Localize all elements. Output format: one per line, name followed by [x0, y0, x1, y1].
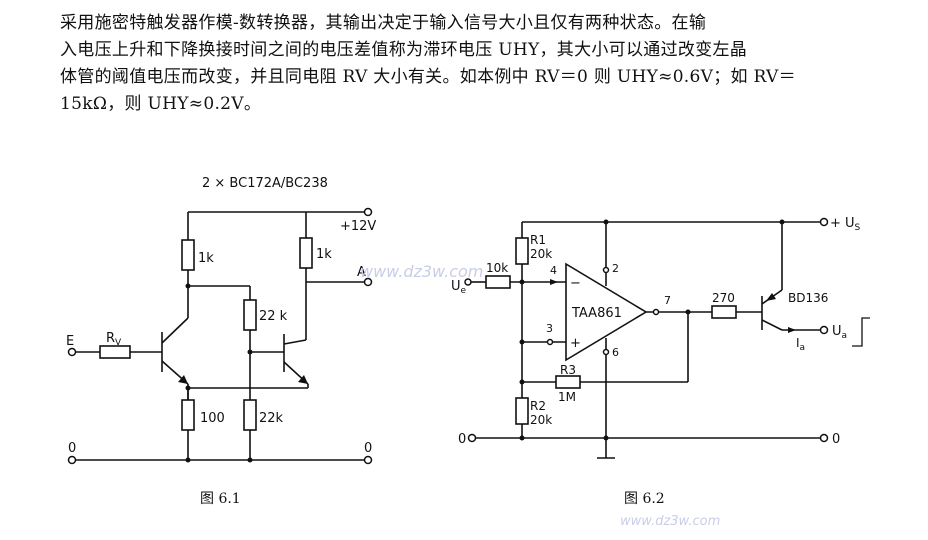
fig1-r-divider-bottom-label: 22k — [259, 411, 284, 426]
fig2-opamp — [565, 262, 648, 362]
fig1-r-divider-top — [243, 299, 257, 331]
fig1-rc-right-label: 1k — [316, 247, 332, 262]
fig1-junction — [247, 349, 253, 355]
figure-6-2: + US R1 20k R2 20k Ue 10k 4 3 − + TAA861 — [451, 216, 870, 507]
fig1-input-label: E — [66, 334, 74, 349]
fig1-r-divider-top-label: 22 k — [259, 309, 288, 324]
fig2-pin2: 2 — [612, 262, 619, 275]
paragraph-line-3: 体管的阈值电压而改变，并且同电阻 RV 大小有关。如本例中 RV＝0 则 UHY… — [60, 67, 796, 87]
figure-6-1: 2 × BC172A/BC238 +12V 1k 1k A 22 k — [66, 176, 376, 507]
fig2-ground-left-label: 0 — [458, 432, 466, 447]
fig2-junction — [603, 219, 609, 225]
fig2-supply-terminal[interactable] — [819, 217, 829, 227]
fig2-supply-label: + US — [830, 216, 861, 233]
fig1-t2-collector — [283, 339, 307, 345]
fig2-junction — [519, 339, 525, 345]
fig2-pin6-marker — [602, 348, 610, 356]
fig2-ground-right-terminal[interactable] — [819, 433, 829, 443]
fig2-r1 — [515, 237, 529, 265]
fig2-output-label: Ua — [832, 324, 847, 341]
paragraph-line-4: 15kΩ，则 UHY≈0.2V。 — [60, 94, 262, 114]
fig2-caption: 图 6.2 — [624, 491, 665, 507]
fig1-caption: 图 6.1 — [200, 491, 241, 507]
fig1-rc-left-label: 1k — [198, 251, 214, 266]
fig2-opamp-plus: + — [570, 336, 581, 351]
fig1-junction — [185, 283, 191, 289]
fig2-ic-name: TAA861 — [571, 306, 622, 321]
fig2-r1-name: R1 — [530, 233, 546, 247]
fig2-output-terminal[interactable] — [819, 325, 829, 335]
description-paragraph: 采用施密特触发器作模-数转换器，其输出决定于输入信号大小且仅有两种状态。在输 入… — [60, 10, 910, 118]
watermark-url: www.dz3w.com — [620, 514, 721, 529]
fig1-junction — [247, 457, 253, 463]
fig1-input-terminal[interactable] — [67, 347, 77, 357]
fig2-junction — [779, 219, 785, 225]
fig1-ground-left-terminal[interactable] — [67, 455, 77, 465]
paragraph-line-1: 采用施密特触发器作模-数转换器，其输出决定于输入信号大小且仅有两种状态。在输 — [60, 13, 707, 33]
fig1-supply-label: +12V — [340, 219, 376, 234]
fig2-r-base — [711, 305, 737, 319]
fig2-pin3-marker — [546, 338, 554, 346]
fig2-pin7-marker — [652, 308, 660, 316]
fig1-t2-arrow — [298, 375, 308, 384]
fig1-output-terminal[interactable] — [363, 277, 373, 287]
fig1-ground-right-terminal[interactable] — [363, 455, 373, 465]
fig1-r-divider-bottom — [243, 399, 257, 431]
fig2-r-base-label: 270 — [712, 291, 735, 305]
fig1-junction — [185, 457, 191, 463]
fig1-r-emitter-label: 100 — [200, 411, 225, 426]
watermark-text: www.dz3w.com — [360, 262, 484, 281]
fig2-r2 — [515, 397, 529, 425]
fig2-pin2-marker — [602, 266, 610, 274]
fig1-output-label: A — [357, 265, 366, 280]
fig1-rv-label: RV — [106, 331, 122, 348]
fig2-r3-name: R3 — [560, 363, 576, 377]
fig2-pin3: 3 — [546, 322, 553, 335]
fig2-current-arrow — [788, 327, 796, 333]
fig2-junction — [519, 379, 525, 385]
paragraph-line-2: 入电压上升和下降换接时间之间的电压差值称为滞环电压 UHY，其大小可以通过改变左… — [60, 40, 748, 60]
fig2-transistor-label: BD136 — [788, 291, 828, 305]
fig1-transistor-label: 2 × BC172A/BC238 — [202, 176, 328, 191]
fig2-pin7: 7 — [664, 294, 671, 307]
fig2-r1-value: 20k — [530, 247, 552, 261]
fig2-r3 — [555, 375, 581, 389]
fig2-ground-right-label: 0 — [832, 432, 840, 447]
fig1-rc-left — [181, 239, 195, 271]
fig1-supply-terminal[interactable] — [363, 207, 373, 217]
fig2-pin4: 4 — [550, 264, 557, 277]
fig1-t1-arrow — [178, 375, 188, 384]
fig1-t1-collector — [161, 317, 189, 344]
fig2-opamp-minus: − — [570, 276, 581, 291]
fig2-r-input-label: 10k — [486, 261, 508, 275]
fig2-current-label: Ia — [796, 336, 805, 353]
fig2-r-input — [485, 275, 511, 289]
fig2-junction — [519, 279, 525, 285]
fig2-r2-value: 20k — [530, 413, 552, 427]
fig1-r-emitter — [181, 399, 195, 431]
fig2-input-label: Ue — [451, 279, 467, 296]
fig2-ground-left-terminal[interactable] — [467, 433, 477, 443]
fig2-r2-name: R2 — [530, 399, 546, 413]
fig2-t-arrow — [766, 293, 776, 301]
fig2-junction — [519, 435, 525, 441]
fig2-pin6: 6 — [612, 346, 619, 359]
fig1-ground-left-label: 0 — [68, 441, 76, 456]
fig2-t-collector — [761, 319, 783, 331]
fig2-step-waveform — [852, 317, 870, 347]
fig2-r3-value: 1M — [558, 390, 576, 404]
fig1-ground-right-label: 0 — [364, 441, 372, 456]
fig2-input-arrow — [550, 279, 558, 285]
fig1-rc-right — [299, 237, 313, 269]
